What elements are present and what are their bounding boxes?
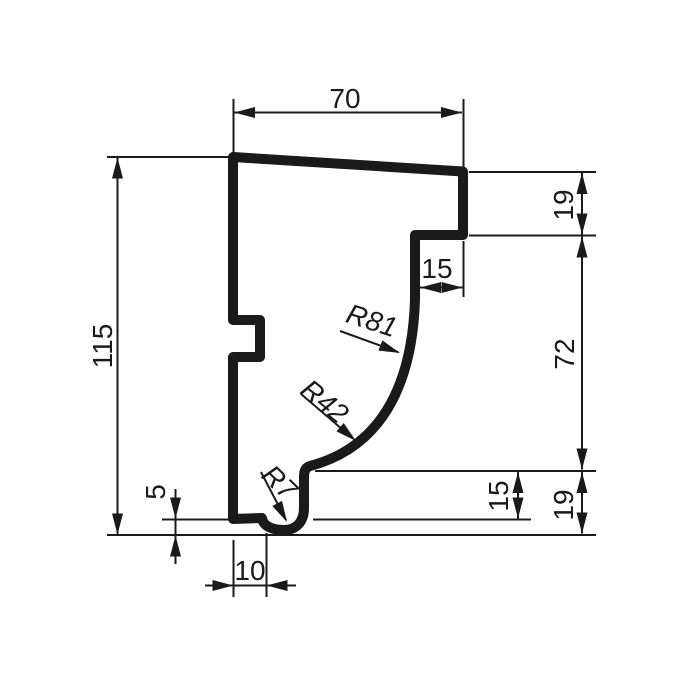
dim-lower-band: 15 — [483, 472, 524, 519]
dim-label-top-width: 70 — [329, 83, 360, 114]
dim-label-bottom-lip: 5 — [140, 484, 171, 500]
dim-right-lower: 19 — [548, 472, 588, 534]
radius-leader-r7: R7 — [256, 459, 304, 522]
dim-right-middle: 72 — [549, 236, 588, 470]
dim-top-width: 70 — [234, 83, 462, 118]
arrowhead-left-icon — [420, 282, 441, 293]
arrowhead-icon — [336, 423, 356, 441]
arrowhead-up-icon — [512, 472, 524, 493]
arrowhead-right-icon — [441, 282, 463, 293]
dim-label-right-middle: 72 — [549, 338, 580, 369]
arrowhead-right-icon — [212, 580, 234, 591]
arrowhead-up-icon — [576, 472, 588, 493]
radius-leader-r42: R42 — [295, 373, 356, 441]
arrowhead-left-icon — [266, 580, 288, 591]
arrowhead-down-icon — [576, 512, 588, 534]
extension-lines — [107, 99, 596, 597]
dim-bottom-lip: 5 — [140, 484, 181, 564]
radius-label-r7: R7 — [256, 459, 304, 507]
arrowhead-up-icon — [170, 535, 181, 557]
radius-leader-r81: R81 — [339, 298, 401, 353]
dim-label-right-lower: 19 — [548, 489, 579, 520]
dim-label-left-height: 115 — [87, 324, 118, 369]
radius-label-r42: R42 — [295, 373, 355, 430]
dim-label-lower-band: 15 — [483, 480, 514, 511]
arrowhead-right-icon — [441, 107, 462, 118]
arrowhead-up-icon — [576, 173, 588, 194]
arrowhead-up-icon — [576, 236, 588, 258]
radius-label-r81: R81 — [343, 298, 401, 343]
dim-left-height: 115 — [87, 157, 123, 535]
dim-label-right-upper: 19 — [548, 189, 579, 220]
dim-label-bottom-width: 10 — [234, 555, 265, 586]
arrowhead-down-icon — [112, 513, 123, 535]
arrowhead-down-icon — [512, 497, 524, 519]
arrowhead-icon — [272, 500, 287, 522]
profile-outline — [228, 152, 468, 535]
arrowhead-down-icon — [576, 213, 588, 235]
arrowhead-down-icon — [170, 497, 181, 519]
dim-label-upper-step: 15 — [421, 253, 452, 284]
dim-upper-step: 15 — [420, 253, 463, 293]
arrowhead-down-icon — [576, 448, 588, 470]
dim-bottom-width: 10 — [205, 555, 296, 591]
dim-right-upper: 19 — [548, 173, 588, 235]
arrowhead-icon — [378, 340, 400, 353]
arrowhead-left-icon — [234, 107, 255, 118]
arrowhead-up-icon — [112, 157, 123, 179]
